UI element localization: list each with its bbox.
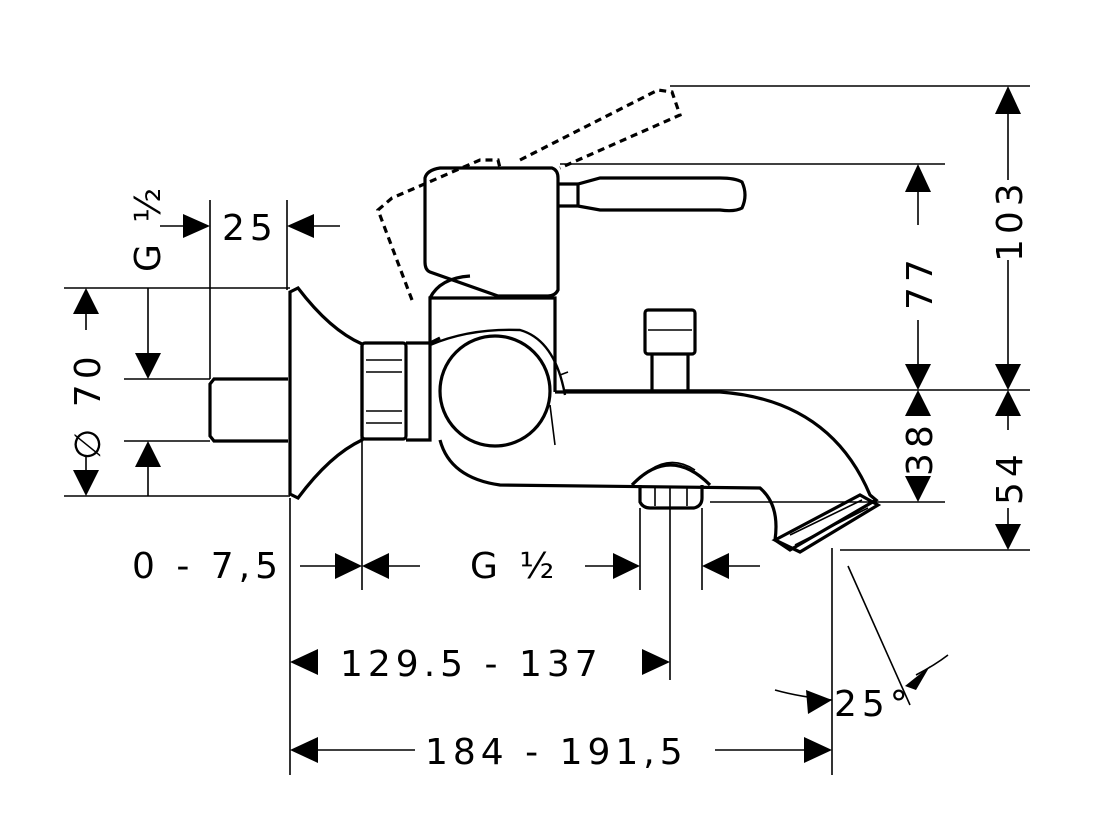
label-dim-54: 54 bbox=[990, 449, 1031, 505]
hex-nut bbox=[360, 341, 408, 441]
aerator bbox=[771, 493, 882, 554]
lever-arm bbox=[558, 176, 747, 213]
label-angle-25: 25° bbox=[834, 684, 913, 725]
diverter-knob bbox=[438, 334, 552, 448]
label-g-half-top: G ½ bbox=[128, 183, 169, 272]
label-g-half-bottom: G ½ bbox=[470, 546, 559, 587]
lever-alt-position bbox=[376, 158, 502, 301]
wall-flange bbox=[288, 285, 364, 501]
spout bbox=[438, 390, 879, 552]
label-dim-25: 25 bbox=[222, 208, 278, 249]
dimension-labels: G ½ 25 ∅ 70 77 103 38 54 0 - 7,5 G ½ 129… bbox=[68, 178, 1031, 773]
faucet-body bbox=[208, 88, 882, 554]
dimension-lines bbox=[64, 85, 1030, 775]
label-dim-77: 77 bbox=[900, 254, 941, 310]
inlet-connector bbox=[208, 377, 288, 443]
label-dim-103: 103 bbox=[990, 178, 1031, 262]
label-dim-70: ∅ 70 bbox=[68, 351, 109, 460]
cartridge-column bbox=[428, 296, 557, 392]
label-dim-38: 38 bbox=[900, 420, 941, 476]
lever-handle bbox=[423, 166, 560, 298]
label-dim-129-137: 129.5 - 137 bbox=[340, 644, 603, 685]
hose-connector bbox=[638, 485, 704, 510]
label-dim-0-7-5: 0 - 7,5 bbox=[132, 546, 283, 587]
label-dim-184-191: 184 - 191,5 bbox=[425, 732, 688, 773]
diverter-pull-knob bbox=[643, 308, 697, 356]
mixer-body bbox=[406, 341, 432, 442]
